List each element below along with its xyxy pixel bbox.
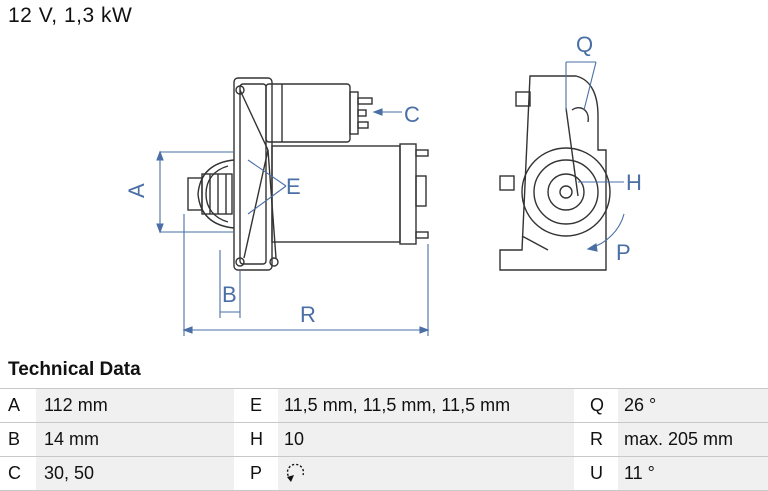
dimension-e bbox=[247, 159, 287, 215]
starter-technical-drawing: A B C E H P Q R bbox=[124, 32, 642, 336]
starter-side-view bbox=[187, 77, 429, 271]
starter-end-view bbox=[499, 75, 611, 271]
spec-value: 14 mm bbox=[36, 422, 234, 457]
dimension-b bbox=[219, 250, 241, 318]
dimension-c bbox=[372, 108, 402, 116]
spec-key: E bbox=[242, 388, 278, 423]
label-p: P bbox=[616, 240, 631, 265]
table-row: B 14 mm H 10 R max. 205 mm bbox=[0, 422, 768, 457]
dimension-p bbox=[586, 213, 625, 252]
table-row: C 30, 50 P U 11 ° bbox=[0, 456, 768, 491]
table-row: A 112 mm E 11,5 mm, 11,5 mm, 11,5 mm Q 2… bbox=[0, 388, 768, 423]
spec-key: B bbox=[0, 422, 36, 457]
spec-key: P bbox=[242, 456, 278, 491]
spec-key: R bbox=[582, 422, 618, 457]
label-e: E bbox=[286, 174, 301, 199]
technical-data-title: Technical Data bbox=[8, 359, 141, 380]
technical-data-table: A 112 mm E 11,5 mm, 11,5 mm, 11,5 mm Q 2… bbox=[0, 388, 768, 491]
spec-value: 11 ° bbox=[618, 456, 768, 491]
spec-key: H bbox=[242, 422, 278, 457]
dimension-a bbox=[156, 150, 234, 234]
label-q: Q bbox=[576, 32, 593, 57]
label-c: C bbox=[404, 102, 420, 127]
dimension-r bbox=[182, 214, 430, 336]
spec-key: C bbox=[0, 456, 36, 491]
spec-value: 30, 50 bbox=[36, 456, 234, 491]
spec-value: 26 ° bbox=[618, 388, 768, 423]
spec-key: Q bbox=[582, 388, 618, 423]
clockwise-rotation-icon bbox=[286, 463, 305, 482]
spec-value: 11,5 mm, 11,5 mm, 11,5 mm bbox=[278, 388, 574, 423]
label-b: B bbox=[222, 282, 237, 307]
label-h: H bbox=[626, 170, 642, 195]
spec-value: max. 205 mm bbox=[618, 422, 768, 457]
spec-value: 10 bbox=[278, 422, 574, 457]
product-subtitle: 12 V, 1,3 kW bbox=[8, 4, 133, 27]
dimension-q bbox=[565, 61, 597, 111]
label-r: R bbox=[300, 302, 316, 327]
spec-key: U bbox=[582, 456, 618, 491]
spec-key: A bbox=[0, 388, 36, 423]
label-a: A bbox=[124, 183, 149, 198]
spec-value: 112 mm bbox=[36, 388, 234, 423]
